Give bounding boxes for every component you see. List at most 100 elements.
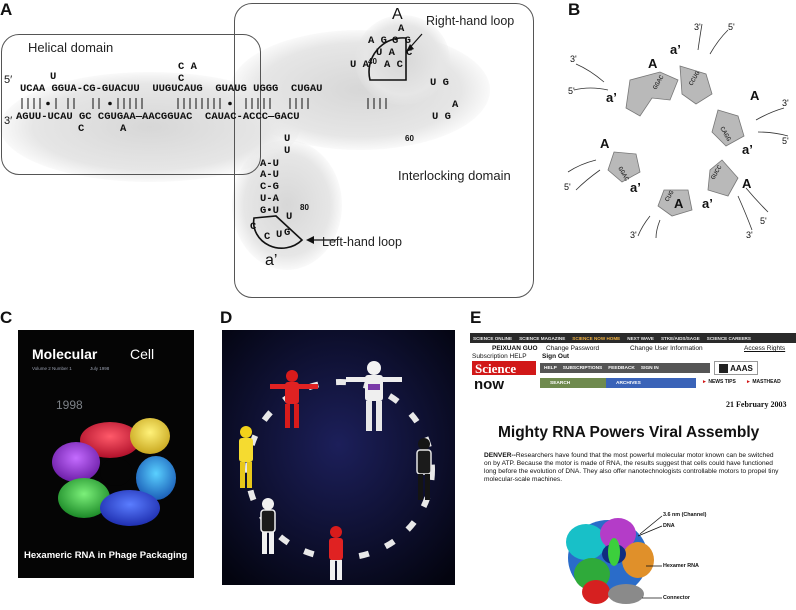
svg-text:5': 5' bbox=[760, 216, 767, 226]
topnav-science-careers[interactable]: SCIENCE CAREERS bbox=[706, 335, 751, 341]
base-pair-lines bbox=[21, 98, 387, 109]
hexamer-label-a-prime-right: a’ bbox=[742, 142, 753, 157]
left-loop-arc bbox=[252, 215, 336, 249]
hexamer-label-a-prime-top: a’ bbox=[670, 42, 681, 57]
right-loop-ag: A G bbox=[368, 35, 387, 47]
right-tail-a: A bbox=[452, 99, 459, 111]
svg-text:3': 3' bbox=[570, 54, 577, 64]
science-logo-box: Science bbox=[472, 361, 536, 376]
hexamer-label-a-prime-left: a’ bbox=[606, 90, 617, 105]
bulge-a-bottom: A bbox=[120, 123, 127, 135]
svg-text:5': 5' bbox=[728, 22, 735, 32]
svg-text:3': 3' bbox=[746, 230, 753, 240]
bottom-strand-sequence: AGUU-UCAU GC CGUGAA—AACGGUAC CAUAC-ACCC—… bbox=[16, 111, 300, 123]
science-secondary-nav: HELP SUBSCRIPTIONS FEEDBACK SIGN IN bbox=[540, 363, 710, 373]
change-password-link[interactable]: Change Password bbox=[546, 345, 600, 352]
hexameric-rna-model-image bbox=[52, 418, 176, 526]
left-loop-c: C bbox=[250, 221, 257, 233]
svg-text:5': 5' bbox=[782, 136, 789, 146]
svg-text:3': 3' bbox=[630, 230, 637, 240]
right-loop-u: U A bbox=[350, 59, 369, 71]
topnav-science-online[interactable]: SCIENCE ONLINE bbox=[473, 335, 513, 341]
label-hexamer-rna: Hexamer RNA bbox=[663, 563, 699, 569]
stem-pair-1: A-U bbox=[260, 158, 279, 170]
svg-text:CUG: CUG bbox=[664, 189, 676, 203]
nucleotide-number-40: 40 bbox=[368, 57, 377, 66]
aaas-mark-icon bbox=[719, 363, 729, 373]
stem-pair-4: U-A bbox=[260, 193, 279, 205]
hexamer-label-a-top: A bbox=[648, 56, 658, 71]
now-logo-text: now bbox=[474, 376, 504, 393]
news-tips-link[interactable]: ► NEWS TIPS bbox=[702, 379, 736, 385]
right-hand-loop-label: Right-hand loop bbox=[426, 14, 515, 28]
panel-letter-b: B bbox=[568, 0, 581, 19]
panel-e-science-now-webpage: SCIENCE ONLINE SCIENCE MAGAZINE SCIENCE … bbox=[470, 330, 796, 610]
stem-u-1: U bbox=[284, 133, 291, 145]
top-strand-sequence: UCAA GGUA-CG-GUACUU UUGUCAUG GUAUG UGGG … bbox=[20, 83, 323, 95]
svg-text:5': 5' bbox=[564, 182, 571, 192]
panel-c-journal-cover: Molecular Cell Volume 2 Number 1 July 19… bbox=[18, 330, 194, 578]
label-channel: 3.6 nm (Channel) bbox=[663, 512, 707, 518]
label-dna: DNA bbox=[663, 523, 675, 529]
nav-feedback[interactable]: FEEDBACK bbox=[608, 365, 635, 371]
hexamer-label-a-right: A bbox=[750, 88, 760, 103]
article-body-text: Researchers have found that the most pow… bbox=[484, 452, 779, 483]
access-rights-link[interactable]: Access Rights bbox=[744, 345, 786, 352]
user-name: PEIXUAN GUO bbox=[492, 345, 538, 352]
topnav-science-now-home[interactable]: SCIENCE NOW HOME bbox=[572, 335, 621, 341]
right-loop-a: A bbox=[398, 23, 405, 35]
stem-pair-2: A-U bbox=[260, 169, 279, 181]
left-loop-u2: U bbox=[276, 229, 283, 241]
nav-sign-in[interactable]: SIGN IN bbox=[640, 365, 659, 371]
cover-year: 1998 bbox=[56, 398, 83, 412]
topnav-next-wave[interactable]: NEXT WAVE bbox=[627, 335, 654, 341]
helical-domain-label: Helical domain bbox=[28, 40, 114, 55]
interlocking-domain-label: Interlocking domain bbox=[398, 168, 511, 183]
archives-button[interactable]: ARCHIVES bbox=[606, 378, 696, 388]
right-loop-ac: A C bbox=[384, 59, 403, 71]
helical-domain-box bbox=[1, 34, 261, 175]
panel-a-secondary-structure: A Helical domain Interlocking domain 5′ … bbox=[0, 0, 535, 300]
bulge-c: C bbox=[178, 73, 185, 85]
cover-caption: Hexameric RNA in Phage Packaging bbox=[24, 550, 188, 561]
aaas-logo[interactable]: AAAS bbox=[714, 361, 758, 375]
stem-u-2: U bbox=[284, 145, 291, 157]
nav-help[interactable]: HELP bbox=[544, 365, 557, 371]
article-body: DENVER--Researchers have found that the … bbox=[484, 452, 782, 484]
article-headline: Mighty RNA Powers Viral Assembly bbox=[498, 424, 760, 441]
right-loop-ua: U A bbox=[376, 47, 395, 59]
right-loop-arc bbox=[368, 33, 423, 81]
panel-letter-e: E bbox=[470, 308, 482, 327]
article-date: 21 February 2003 bbox=[726, 400, 787, 409]
cover-title-molecular: Molecular bbox=[32, 346, 98, 362]
left-loop-u: U bbox=[286, 211, 293, 223]
topnav-stke-aids-sage[interactable]: STKE/AIDS/SAGE bbox=[660, 335, 700, 341]
right-loop-a-label: A bbox=[392, 6, 403, 23]
svg-text:3': 3' bbox=[782, 98, 789, 108]
panel-letter-c: C bbox=[0, 308, 13, 327]
five-prime-label: 5′ bbox=[4, 74, 13, 86]
interlocking-domain-box bbox=[234, 3, 534, 298]
toy-figures-ring-image bbox=[222, 330, 455, 585]
hexamer-ring-diagram: A A A A A a’ a’ a’ a’ a’ GGAC CCUG CAGG … bbox=[564, 22, 789, 240]
right-tail-bottom: U G bbox=[432, 111, 451, 123]
topnav-science-magazine[interactable]: SCIENCE MAGAZINE bbox=[519, 335, 566, 341]
nav-subscriptions[interactable]: SUBSCRIPTIONS bbox=[562, 365, 603, 371]
subscription-help-link[interactable]: Subscription HELP bbox=[472, 353, 527, 360]
hexamer-label-a-left: A bbox=[600, 136, 610, 151]
svg-text:3': 3' bbox=[694, 22, 701, 32]
three-prime-label: 3′ bbox=[4, 115, 13, 127]
science-logo-text: Science bbox=[475, 361, 517, 376]
hexamer-label-a-bottom-right: A bbox=[742, 176, 752, 191]
hexamer-label-a-bottom: A bbox=[674, 196, 684, 211]
masthead-link[interactable]: ► MASTHEAD bbox=[746, 379, 781, 385]
search-button[interactable]: SEARCH bbox=[540, 378, 606, 388]
motor-model-image bbox=[566, 518, 654, 604]
label-connector: Connector bbox=[663, 595, 690, 601]
change-user-info-link[interactable]: Change User Information bbox=[630, 345, 703, 352]
masthead-arrow-icon: ► bbox=[746, 379, 751, 385]
science-top-nav-bar: SCIENCE ONLINE SCIENCE MAGAZINE SCIENCE … bbox=[470, 333, 796, 343]
right-loop-gg: G G bbox=[392, 35, 411, 47]
sign-out-link[interactable]: Sign Out bbox=[542, 353, 570, 360]
bulge-u-top: U bbox=[50, 71, 57, 83]
